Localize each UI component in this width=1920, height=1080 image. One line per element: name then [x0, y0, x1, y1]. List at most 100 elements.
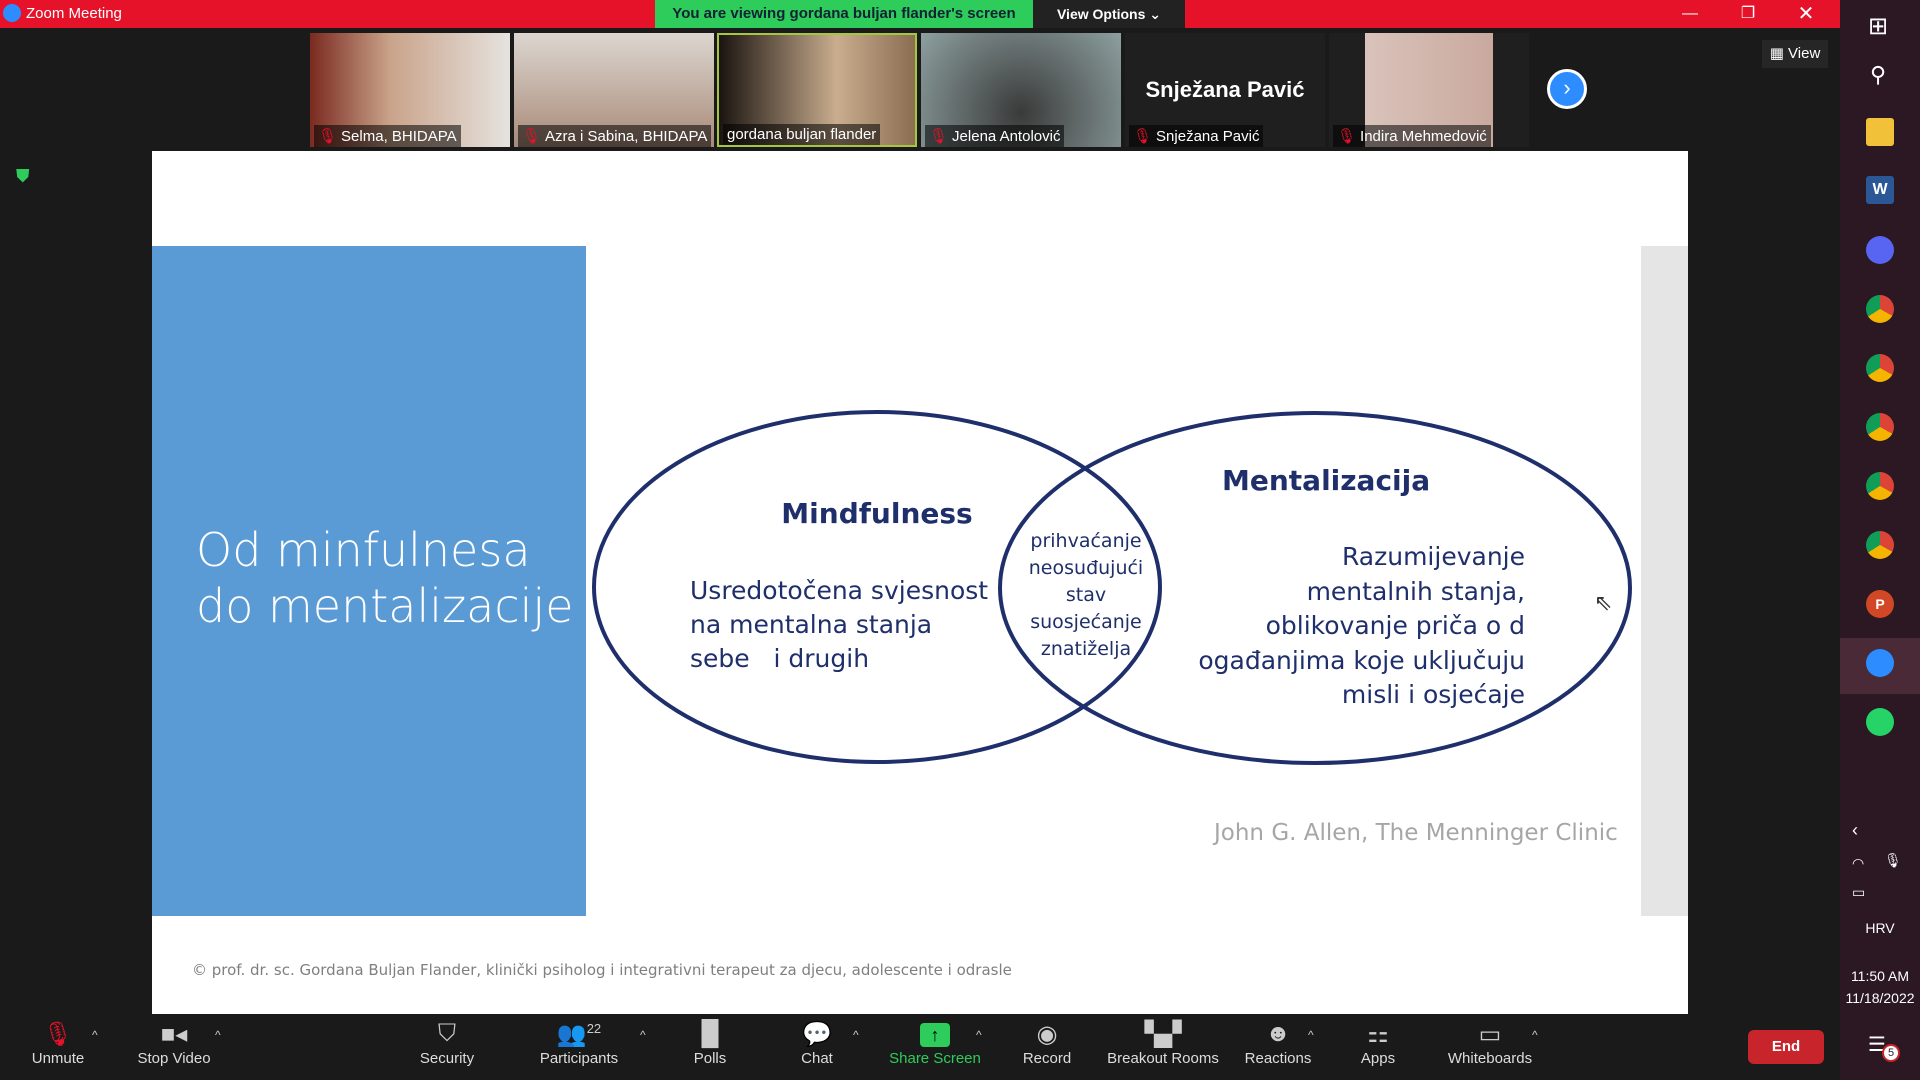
bar-chart-icon: ▐▌: [692, 1020, 727, 1047]
unmute-label: Unmute: [31, 1050, 85, 1067]
shield-encryption-icon: ⛊: [16, 166, 30, 186]
wifi-icon[interactable]: ◠: [1852, 855, 1865, 871]
discord-icon[interactable]: [1866, 236, 1894, 264]
overlap-line: stav: [1065, 584, 1107, 606]
chevron-left-icon[interactable]: ‹: [1852, 820, 1858, 840]
share-screen-label: Share Screen: [889, 1050, 981, 1067]
muted-mic-icon: 🎙: [1133, 128, 1153, 145]
chrome-icon[interactable]: [1866, 354, 1894, 382]
participant-name-placeholder: Snježana Pavić: [1145, 77, 1305, 102]
whatsapp-icon[interactable]: [1866, 708, 1894, 736]
view-options-button[interactable]: View Options ⌄: [1033, 0, 1185, 28]
whiteboards-label: Whiteboards: [1447, 1050, 1533, 1067]
title-line: Od minfulnesa: [196, 523, 531, 577]
stop-video-label: Stop Video: [137, 1050, 211, 1067]
share-arrow-icon: ↑: [875, 1020, 995, 1050]
record-icon: ◉: [1036, 1021, 1058, 1048]
participant-name: Snježana Pavić: [1156, 128, 1260, 145]
participant-tile-active-speaker[interactable]: gordana buljan flander: [717, 33, 917, 147]
security-button[interactable]: ⛉Security: [387, 1020, 507, 1067]
muted-mic-icon: 🎙: [42, 1021, 74, 1048]
participant-tile[interactable]: 🎙Selma, BHIDAPA: [310, 33, 510, 147]
notification-count: 5: [1882, 1044, 1900, 1062]
search-icon[interactable]: ⚲: [1870, 62, 1887, 87]
battery-icon[interactable]: ▭: [1852, 884, 1866, 900]
microphone-icon[interactable]: 🎙: [1884, 852, 1902, 868]
windows-start-icon[interactable]: ⊞: [1868, 13, 1889, 40]
stop-video-button[interactable]: ■◂ Stop Video: [114, 1020, 234, 1067]
record-button[interactable]: ◉Record: [987, 1020, 1107, 1067]
overlap-line: znatiželja: [1040, 638, 1132, 660]
viewing-banner: You are viewing gordana buljan flander's…: [655, 0, 1033, 28]
title-line: do mentalizacije: [196, 579, 574, 633]
chrome-icon[interactable]: [1866, 472, 1894, 500]
mindfulness-circle: [592, 410, 1162, 764]
chrome-icon[interactable]: [1866, 413, 1894, 441]
participant-name: Selma, BHIDAPA: [341, 128, 457, 145]
view-button[interactable]: ▦ View: [1762, 40, 1828, 68]
polls-button[interactable]: ▐▌ Polls: [650, 1020, 770, 1067]
participant-tile[interactable]: 🎙Indira Mehmedović: [1329, 33, 1529, 147]
mindfulness-heading: Mindfulness: [781, 497, 973, 530]
file-explorer-icon[interactable]: [1866, 118, 1894, 146]
participants-icon: 👥22: [556, 1021, 602, 1048]
breakout-label: Breakout Rooms: [1107, 1050, 1219, 1067]
apps-icon: ⚏: [1367, 1021, 1389, 1048]
muted-mic-icon: 🎙: [318, 128, 338, 145]
overlap-line: suosjećanje: [1030, 611, 1142, 633]
body-line: oblikovanje priča o d: [1265, 611, 1525, 640]
participant-tile[interactable]: 🎙Azra i Sabina, BHIDAPA: [514, 33, 714, 147]
participants-label: Participants: [539, 1050, 619, 1067]
chat-caret[interactable]: ^: [853, 1028, 859, 1042]
share-caret[interactable]: ^: [976, 1028, 982, 1042]
minimize-button[interactable]: —: [1682, 5, 1698, 22]
next-page-arrow-icon[interactable]: ›: [1547, 69, 1587, 109]
chat-label: Chat: [801, 1050, 833, 1067]
whiteboards-caret[interactable]: ^: [1532, 1028, 1538, 1042]
breakout-rooms-button[interactable]: ▚▞Breakout Rooms: [1100, 1020, 1226, 1067]
video-camera-icon: ■◂: [160, 1021, 188, 1048]
notifications-icon[interactable]: ☰: [1868, 1034, 1886, 1056]
clock-date[interactable]: 11/18/2022: [1845, 990, 1915, 1006]
participant-tile[interactable]: Snježana Pavić🎙Snježana Pavić: [1125, 33, 1325, 147]
chat-bubble-icon: 💬: [802, 1021, 832, 1048]
video-options-caret[interactable]: ^: [215, 1028, 221, 1042]
participant-name: gordana buljan flander: [727, 126, 877, 143]
reactions-button[interactable]: ☻ Reactions: [1218, 1020, 1338, 1067]
close-button[interactable]: ✕: [1797, 3, 1815, 25]
apps-label: Apps: [1360, 1050, 1396, 1067]
polls-label: Polls: [693, 1050, 727, 1067]
unmute-button[interactable]: 🎙 Unmute: [0, 1020, 118, 1067]
end-meeting-button[interactable]: End: [1748, 1030, 1824, 1064]
smiley-icon: ☻: [1265, 1020, 1291, 1047]
apps-button[interactable]: ⚏ Apps: [1318, 1020, 1438, 1067]
powerpoint-icon[interactable]: P: [1866, 590, 1894, 618]
reactions-label: Reactions: [1244, 1050, 1312, 1067]
muted-mic-icon: 🎙: [929, 128, 949, 145]
language-indicator[interactable]: HRV: [1865, 920, 1895, 936]
participant-name: Jelena Antolović: [952, 128, 1061, 145]
chrome-icon[interactable]: [1866, 531, 1894, 559]
audio-options-caret[interactable]: ^: [92, 1028, 98, 1042]
mentalization-heading: Mentalizacija: [1222, 464, 1431, 497]
body-line: mentalnih stanja,: [1306, 576, 1525, 606]
word-icon[interactable]: W: [1866, 176, 1894, 204]
chrome-icon[interactable]: [1866, 295, 1894, 323]
whiteboards-button[interactable]: ▭Whiteboards: [1430, 1020, 1550, 1067]
zoom-app-icon[interactable]: [1866, 649, 1894, 677]
chat-button[interactable]: 💬 Chat: [757, 1020, 877, 1067]
participants-caret[interactable]: ^: [640, 1028, 646, 1042]
mouse-cursor-icon: ⇖: [1594, 590, 1613, 615]
shield-icon: ⛉: [438, 1020, 456, 1047]
slide-side-strip: [1641, 246, 1688, 916]
clock-time[interactable]: 11:50 AM: [1850, 968, 1910, 984]
participant-name: Indira Mehmedović: [1360, 128, 1487, 145]
participant-tile[interactable]: 🎙Jelena Antolović: [921, 33, 1121, 147]
share-screen-button[interactable]: ↑Share Screen: [875, 1020, 995, 1067]
maximize-button[interactable]: ❐: [1740, 5, 1756, 22]
reactions-caret[interactable]: ^: [1308, 1028, 1314, 1042]
